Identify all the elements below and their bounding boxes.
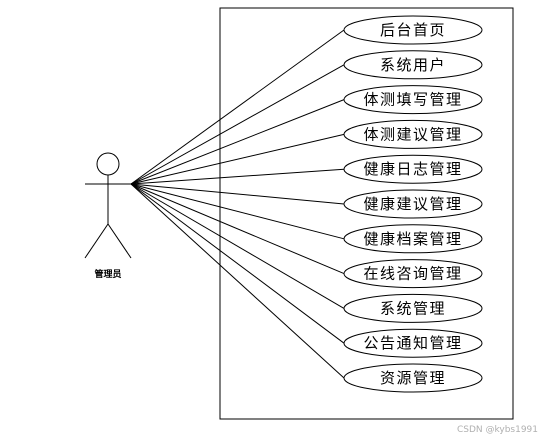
use-case: 资源管理 <box>343 363 483 393</box>
use-case-label: 体测填写管理 <box>363 91 462 109</box>
use-case-ellipse <box>343 224 483 254</box>
use-case: 后台首页 <box>343 15 483 45</box>
use-case-label: 健康日志管理 <box>363 160 462 178</box>
use-case-ellipse <box>343 119 483 149</box>
association-line <box>130 29 345 185</box>
use-case-label: 系统管理 <box>380 299 446 317</box>
association-line <box>130 183 345 240</box>
use-case-ellipse <box>343 328 483 358</box>
association-line <box>130 168 345 185</box>
actor-head <box>96 152 120 176</box>
use-case: 健康日志管理 <box>343 154 483 184</box>
association-lines <box>130 29 345 379</box>
use-case-label: 系统用户 <box>380 56 446 74</box>
watermark: CSDN @kybs1991 <box>457 425 538 435</box>
use-case-ellipse <box>343 50 483 80</box>
actor-label: 管理员 <box>94 268 121 280</box>
actor: 管理员 <box>84 152 132 280</box>
association-line <box>130 183 345 379</box>
use-case-label: 资源管理 <box>380 369 446 387</box>
use-case: 在线咨询管理 <box>343 259 483 289</box>
use-case-label: 健康档案管理 <box>363 230 462 248</box>
use-case-ellipse <box>343 293 483 323</box>
use-case-label: 后台首页 <box>380 21 446 39</box>
use-case: 系统用户 <box>343 50 483 80</box>
use-case: 健康档案管理 <box>343 224 483 254</box>
use-case-ellipse <box>343 259 483 289</box>
use-case: 健康建议管理 <box>343 189 483 219</box>
use-case: 公告通知管理 <box>343 328 483 358</box>
use-case-ellipse <box>343 154 483 184</box>
use-case-label: 在线咨询管理 <box>363 265 462 283</box>
use-case-label: 健康建议管理 <box>363 195 462 213</box>
association-line <box>130 183 345 309</box>
use-case: 体测填写管理 <box>343 85 483 115</box>
actor-left-leg <box>84 223 109 259</box>
actor-right-leg <box>107 223 132 259</box>
use-case-ellipse <box>343 189 483 219</box>
association-line <box>130 183 345 275</box>
association-line <box>130 64 345 185</box>
use-case-ellipse <box>343 15 483 45</box>
use-case-ellipse <box>343 85 483 115</box>
use-case-list: 后台首页系统用户体测填写管理体测建议管理健康日志管理健康建议管理健康档案管理在线… <box>343 15 483 393</box>
use-case: 系统管理 <box>343 293 483 323</box>
association-line <box>130 99 345 185</box>
use-case-label: 公告通知管理 <box>363 334 462 352</box>
association-line <box>130 183 345 344</box>
association-line <box>130 133 345 185</box>
association-line <box>130 183 345 205</box>
use-case-label: 体测建议管理 <box>363 125 462 143</box>
use-case: 体测建议管理 <box>343 119 483 149</box>
use-case-ellipse <box>343 363 483 393</box>
